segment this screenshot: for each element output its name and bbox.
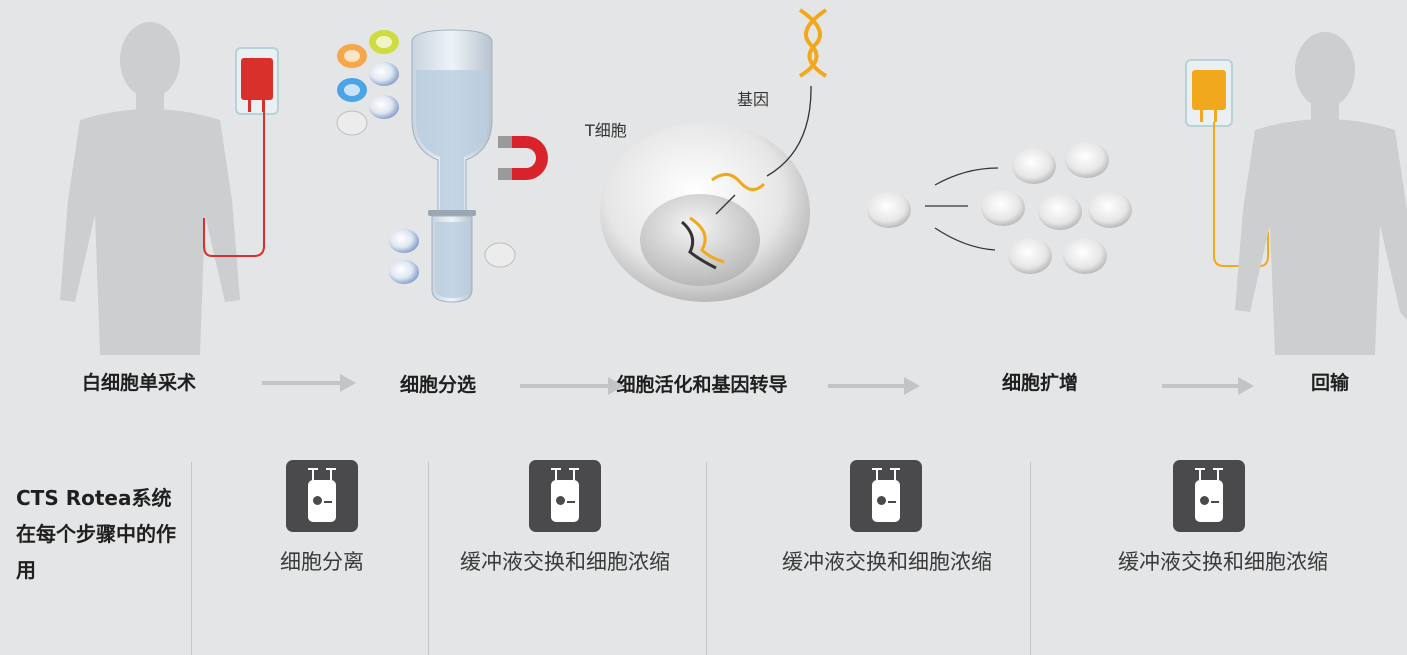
role-text-2: 缓冲液交换和细胞浓缩 xyxy=(460,550,670,574)
patient-silhouette-right xyxy=(1235,32,1407,355)
process-illustration xyxy=(60,8,1407,355)
step-infusion: 回输 xyxy=(1310,372,1349,394)
divider-2 xyxy=(428,462,429,655)
flow-arrow-4 xyxy=(1162,377,1254,395)
flow-arrow-3 xyxy=(828,377,920,395)
step-apheresis: 白细胞单采术 xyxy=(81,372,196,394)
rotea-device-icon xyxy=(1173,460,1245,532)
t-cell-label: T细胞 xyxy=(585,121,627,140)
rotea-role-title: CTS Rotea系统在每个步骤中的作用 xyxy=(16,486,176,582)
infusion-bag-icon xyxy=(1185,59,1233,127)
flow-arrow-2 xyxy=(520,377,624,395)
magnet-icon xyxy=(498,136,548,180)
separation-column xyxy=(411,29,493,303)
divider-3 xyxy=(706,462,707,655)
rotea-device-icon xyxy=(850,460,922,532)
t-cell xyxy=(600,85,812,302)
role-text-4: 缓冲液交换和细胞浓缩 xyxy=(1118,550,1328,574)
role-text-1: 细胞分离 xyxy=(280,550,364,574)
rotea-device-icon xyxy=(529,460,601,532)
step-cell-expansion: 细胞扩增 xyxy=(1001,372,1078,394)
separated-cells xyxy=(389,229,516,284)
patient-silhouette-left xyxy=(60,22,240,355)
step-activation-transduction: 细胞活化和基因转导 xyxy=(616,374,788,396)
flow-arrow-1 xyxy=(262,374,356,392)
dna-icon xyxy=(798,8,828,78)
divider-1 xyxy=(191,462,192,655)
step-cell-selection: 细胞分选 xyxy=(399,374,476,396)
divider-4 xyxy=(1030,462,1031,655)
gene-label: 基因 xyxy=(737,90,770,109)
blood-bag-icon xyxy=(235,47,279,115)
mixed-cells xyxy=(336,30,399,136)
blood-line xyxy=(203,112,265,257)
expanding-cells xyxy=(867,142,1132,274)
role-text-3: 缓冲液交换和细胞浓缩 xyxy=(782,550,992,574)
rotea-device-icon xyxy=(286,460,358,532)
